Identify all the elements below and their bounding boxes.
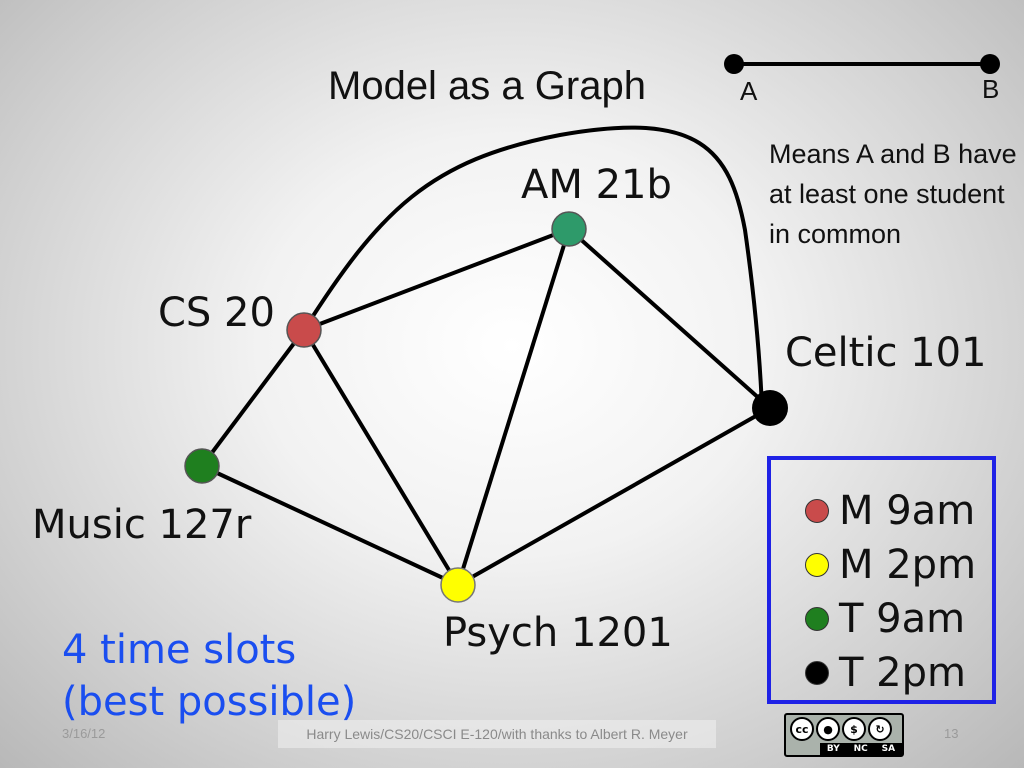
creative-commons-badge: cc ● $ ↻ BY NC SA xyxy=(784,713,904,757)
node-psych1201 xyxy=(440,567,476,603)
cc-icon: cc xyxy=(790,717,814,741)
green-dot-icon xyxy=(805,607,829,631)
node-cs20 xyxy=(286,312,322,348)
key-explanation: Means A and B have at least one student … xyxy=(769,139,1017,249)
node-music127r xyxy=(184,448,220,484)
legend-item: T 9am xyxy=(805,596,965,642)
cc-term: SA xyxy=(881,744,896,754)
black-dot-icon xyxy=(805,661,829,685)
slide-title: Model as a Graph xyxy=(328,64,646,108)
label-am21b: AM 21b xyxy=(521,162,672,208)
edge-psych1201-celtic101 xyxy=(457,406,771,587)
key-label-b: B xyxy=(982,74,1000,104)
time-slot-legend: M 9am M 2pm T 9am T 2pm xyxy=(767,456,996,704)
footer-credit-text: Harry Lewis/CS20/CSCI E-120/with thanks … xyxy=(306,726,688,742)
red-dot-icon xyxy=(805,499,829,523)
noncommercial-icon: $ xyxy=(842,717,866,741)
label-cs20: CS 20 xyxy=(158,290,275,336)
edge-am21b-psych1201 xyxy=(456,228,571,586)
label-celtic101: Celtic 101 xyxy=(785,330,987,376)
label-psych1201: Psych 1201 xyxy=(443,610,673,656)
edge-cs20-music127r xyxy=(200,328,306,468)
time-slots-note: 4 time slots (best possible) xyxy=(62,624,356,728)
yellow-dot-icon xyxy=(805,553,829,577)
label-music127r: Music 127r xyxy=(32,502,252,548)
time-slots-line: 4 time slots xyxy=(62,627,297,673)
legend-item: M 9am xyxy=(805,488,975,534)
legend-label: M 9am xyxy=(839,488,976,534)
edge-music127r-psych1201 xyxy=(201,464,459,587)
node-am21b xyxy=(551,211,587,247)
edge-cs20-am21b xyxy=(303,227,570,332)
node-celtic101 xyxy=(752,390,788,426)
legend-label: M 2pm xyxy=(839,542,977,588)
cc-term: BY xyxy=(826,744,840,754)
edge-am21b-celtic101 xyxy=(567,227,772,410)
cc-terms: BY NC SA xyxy=(820,743,902,755)
legend-label: T 9am xyxy=(839,596,966,642)
legend-item: T 2pm xyxy=(805,650,966,696)
time-slots-line: (best possible) xyxy=(62,679,357,725)
legend-label: T 2pm xyxy=(839,650,966,696)
edge-cs20-celtic101 xyxy=(302,125,764,409)
legend-item: M 2pm xyxy=(805,542,976,588)
footer-date: 3/16/12 xyxy=(62,726,106,741)
footer-credit: Harry Lewis/CS20/CSCI E-120/with thanks … xyxy=(278,720,716,748)
page-number: 13 xyxy=(944,726,959,741)
attribution-icon: ● xyxy=(816,717,840,741)
key-node-b xyxy=(980,54,1000,74)
cc-term: NC xyxy=(853,744,868,754)
key-node-a xyxy=(724,54,744,74)
edge-cs20-psych1201 xyxy=(302,328,460,587)
sharealike-icon: ↻ xyxy=(868,717,892,741)
key-label-a: A xyxy=(740,76,758,106)
